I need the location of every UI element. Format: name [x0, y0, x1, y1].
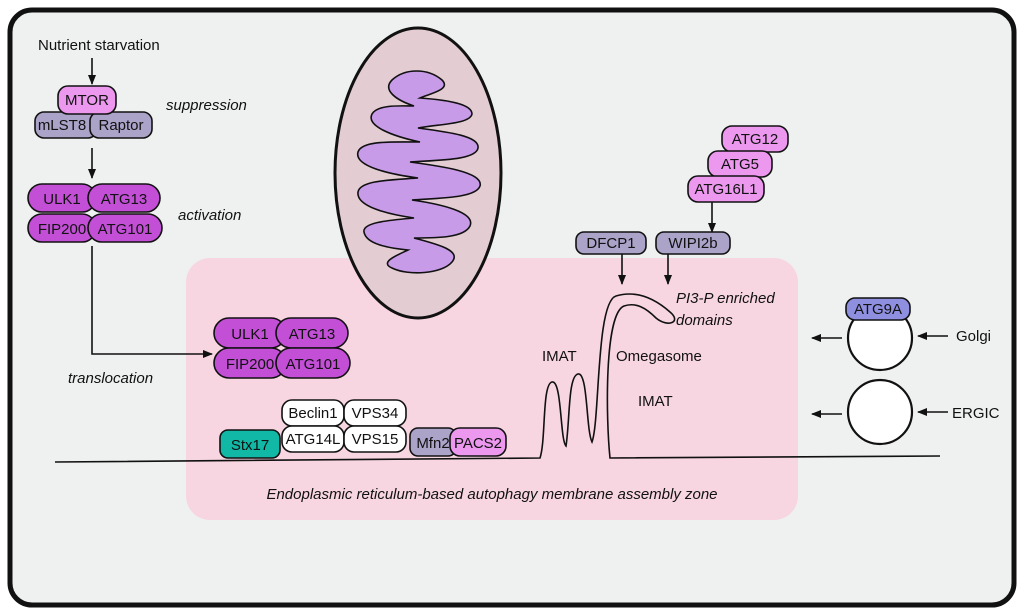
stx17-label: Stx17: [231, 437, 269, 454]
er-membrane: [54, 293, 941, 463]
stx17-box: [219, 429, 281, 459]
ulk1-label-b: ULK1: [231, 326, 269, 343]
mtor-label: MTOR: [65, 92, 109, 109]
ergic-vesicle: [846, 378, 914, 446]
arrow-ulk1-translocation: [91, 246, 213, 358]
activation-label: activation: [178, 207, 241, 224]
fip200-label-b: FIP200: [226, 356, 274, 373]
wipi2b-label: WIPI2b: [668, 235, 717, 252]
ergic-label: ERGIC: [952, 405, 1000, 422]
translocation-label: translocation: [68, 370, 153, 387]
zone-label: Endoplasmic reticulum-based autophagy me…: [266, 486, 717, 503]
atg101-box-a: [87, 213, 163, 243]
suppression-label: suppression: [166, 97, 247, 114]
atg101-label-a: ATG101: [98, 221, 153, 238]
wipi2b-box: [655, 231, 731, 255]
mlst8-label: mLST8: [38, 117, 86, 134]
mfn2-label: Mfn2: [416, 435, 449, 452]
atg9a-box: [845, 297, 911, 321]
atg13-label-b: ATG13: [289, 326, 335, 343]
vps34-label: VPS34: [352, 405, 399, 422]
atg16l1-label: ATG16L1: [694, 181, 757, 198]
mitochondrion: [333, 26, 503, 320]
pacs2-label: PACS2: [454, 435, 502, 452]
atg9a-label: ATG9A: [854, 301, 902, 318]
vps15-label: VPS15: [352, 431, 399, 448]
mitochondrion-cristae: [357, 70, 481, 274]
raptor-label: Raptor: [98, 117, 143, 134]
atg16l1-box: [687, 175, 765, 203]
vps15-box: [343, 425, 407, 453]
omegasome-label: Omegasome: [616, 348, 702, 365]
dfcp1-label: DFCP1: [586, 235, 635, 252]
fip200-label-a: FIP200: [38, 221, 86, 238]
dfcp1-box: [575, 231, 647, 255]
pacs2-box: [449, 427, 507, 457]
atg13-box-a: [87, 183, 161, 213]
atg5-label: ATG5: [721, 156, 759, 173]
pi3p-label-line1: PI3-P enriched: [676, 290, 775, 307]
imat-label-left: IMAT: [542, 348, 577, 365]
atg12-label: ATG12: [732, 131, 778, 148]
golgi-label: Golgi: [956, 328, 991, 345]
imat-label-right: IMAT: [638, 393, 673, 410]
pi3p-label-line2: domains: [676, 312, 733, 329]
atg101-box-b: [275, 347, 351, 379]
atg14l-label: ATG14L: [286, 431, 341, 448]
ulk1-label-a: ULK1: [43, 191, 81, 208]
atg101-label-b: ATG101: [286, 356, 341, 373]
raptor-box: [89, 111, 153, 139]
mtor-box: [57, 85, 117, 115]
nutrient-starvation-label: Nutrient starvation: [38, 37, 160, 54]
beclin1-label: Beclin1: [288, 405, 337, 422]
atg13-label-a: ATG13: [101, 191, 147, 208]
